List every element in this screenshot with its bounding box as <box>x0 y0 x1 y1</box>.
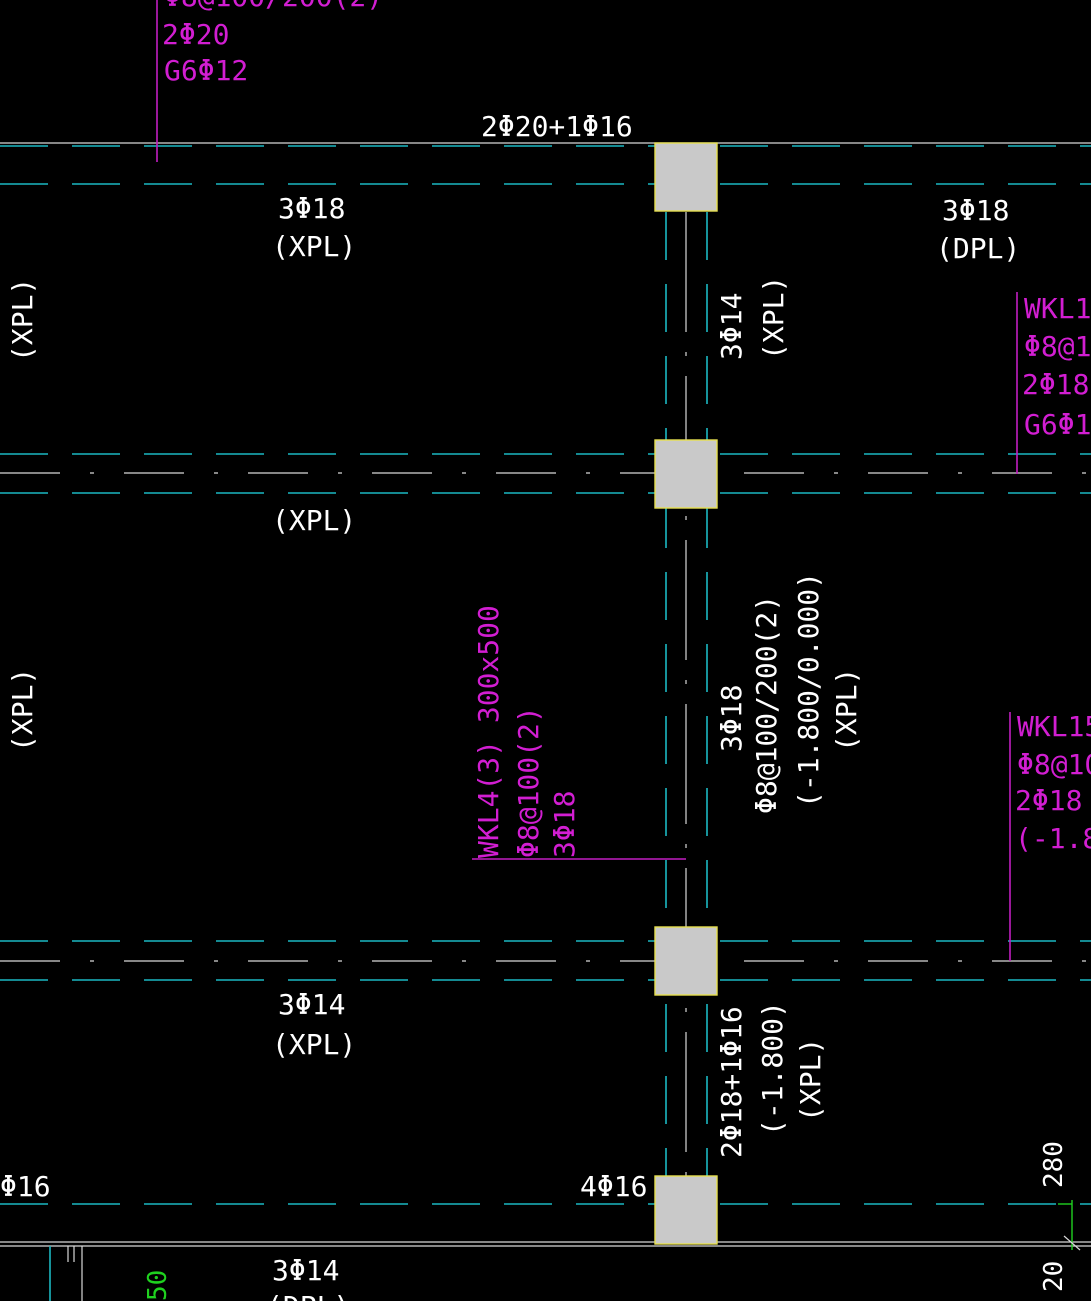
beam-lower-left-bars: 3Φ14 <box>278 988 345 1021</box>
column-2 <box>654 439 718 509</box>
beam-top-left-type: (XPL) <box>272 230 356 263</box>
dim-slash <box>1063 1235 1081 1251</box>
left-edge-type-2: (XPL) <box>6 668 39 752</box>
wkl15-line1: WKL15 <box>1017 710 1091 743</box>
green-dim: 50 <box>143 1270 173 1301</box>
wkl15-line2: Φ8@100 <box>1017 748 1091 781</box>
column-3 <box>654 926 718 996</box>
columns <box>654 142 718 1245</box>
dimension-marker <box>1058 1200 1081 1251</box>
col-seg3-line2: (-1.800) <box>756 1001 789 1136</box>
wkl16-line1: WKL16 <box>1024 292 1091 325</box>
beam-lower-left-type: (XPL) <box>272 1028 356 1061</box>
mid-left-type: (XPL) <box>272 504 356 537</box>
vertical-beam-lines <box>665 212 708 1176</box>
bottom-beam-bars: 3Φ14 <box>272 1254 339 1287</box>
bottom-beam-type: (DPL) <box>266 1290 350 1301</box>
bottom-left-bars: Φ16 <box>0 1170 51 1203</box>
col-seg1-bars: 3Φ14 <box>715 293 748 360</box>
wkl4-line1: WKL4(3) 300x500 <box>472 605 505 858</box>
col-seg3-line1: 2Φ18+1Φ16 <box>715 1006 748 1158</box>
bottom-left-marks <box>49 1246 83 1301</box>
top-left-label-line1: Φ8@100/200(2) <box>164 0 383 13</box>
col-seg2-line2: Φ8@100/200(2) <box>750 595 783 814</box>
wkl16-line4: G6Φ14 <box>1024 408 1091 441</box>
wkl4-line3: 3Φ18 <box>548 791 581 858</box>
top-support-label: 2Φ20+1Φ16 <box>481 110 633 143</box>
dim-vertical-2: 20 <box>1039 1261 1069 1292</box>
wkl16-line3: 2Φ18; <box>1022 368 1091 401</box>
wkl15-line4: (-1.800 <box>1015 822 1091 855</box>
beam-lines <box>0 142 1091 1247</box>
col-seg3-line3: (XPL) <box>794 1038 827 1122</box>
beam-top-right-bars: 3Φ18 <box>942 194 1009 227</box>
wkl4-line2: Φ8@100(2) <box>512 706 545 858</box>
column-1 <box>654 142 718 212</box>
wkl16-line2: Φ8@100 <box>1024 330 1091 363</box>
dim-vertical-1: 280 <box>1039 1141 1069 1188</box>
top-left-label-line2: 2Φ20 <box>162 18 229 51</box>
leader-lines <box>156 0 1018 961</box>
col-seg2-line4: (XPL) <box>830 668 863 752</box>
wkl15-line3: 2Φ18 <box>1015 784 1082 817</box>
col-seg2-line1: 3Φ18 <box>715 685 748 752</box>
col-seg1-type: (XPL) <box>757 276 790 360</box>
top-left-label-line3: G6Φ12 <box>164 54 248 87</box>
left-edge-type-1: (XPL) <box>6 278 39 362</box>
col-seg2-line3: (-1.800/0.000) <box>792 572 825 808</box>
bottom-support-label: 4Φ16 <box>580 1170 647 1203</box>
beam-top-right-type: (DPL) <box>936 232 1020 265</box>
beam-top-left-bars: 3Φ18 <box>278 192 345 225</box>
column-4 <box>654 1175 718 1245</box>
